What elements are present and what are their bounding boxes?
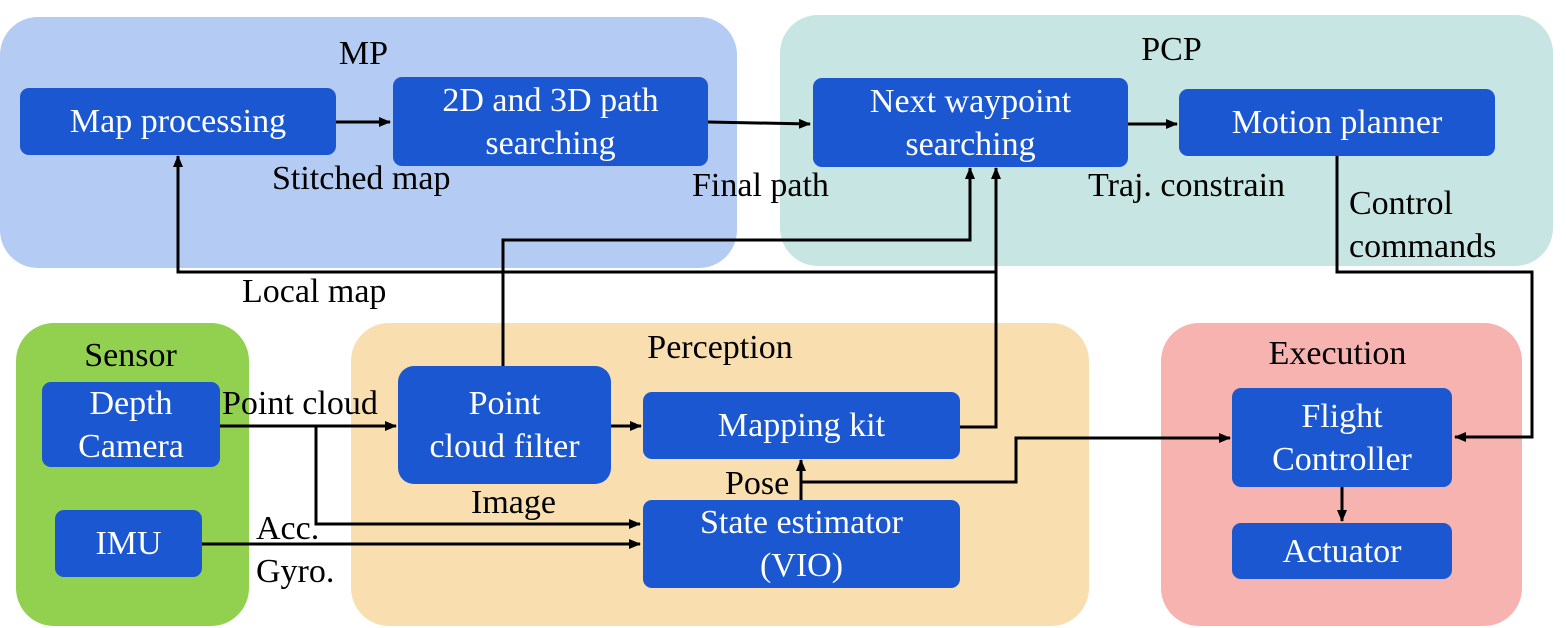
next-waypoint-label: Next waypoint searching — [869, 82, 1072, 163]
arrow-path-to-waypoint — [707, 118, 811, 129]
imu-block: IMU — [55, 510, 202, 577]
pose-label: Pose — [725, 465, 790, 502]
final-path-label: Final path — [692, 167, 829, 204]
map-processing-label: Map processing — [69, 103, 287, 140]
point-cloud-filter-label: Point cloud filter — [429, 385, 580, 465]
arrow-filter-to-waypoint — [501, 167, 975, 366]
sensor-group-title: Sensor — [84, 337, 177, 374]
traj-constrain-label: Traj. constrain — [1088, 167, 1286, 204]
execution-group-title: Execution — [1268, 335, 1407, 372]
state-estimator-block: State estimator (VIO) — [643, 500, 960, 588]
map-processing-block: Map processing — [20, 88, 336, 155]
arrow-mapping-to-waypoint — [960, 167, 1001, 429]
acc-gyro-label: Acc. Gyro. — [256, 510, 335, 590]
arrow-local-map — [173, 155, 996, 274]
actuator-block: Actuator — [1232, 523, 1452, 579]
arrow-image-to-estimator — [314, 426, 641, 529]
mapping-kit-label: Mapping kit — [717, 407, 886, 444]
pcp-group-title: PCP — [1141, 31, 1202, 68]
arrow-motion-to-flight — [1335, 156, 1534, 442]
next-waypoint-block: Next waypoint searching — [813, 78, 1128, 167]
depth-camera-label: Depth Camera — [78, 384, 184, 465]
point-cloud-label: Point cloud — [222, 385, 378, 422]
flight-controller-label: Flight Controller — [1272, 397, 1412, 478]
perception-group-title: Perception — [647, 329, 793, 366]
depth-camera-block: Depth Camera — [42, 382, 220, 467]
stitched-map-label: Stitched map — [272, 160, 451, 197]
flight-controller-block: Flight Controller — [1232, 388, 1452, 487]
motion-planner-block: Motion planner — [1179, 89, 1495, 156]
image-label: Image — [471, 484, 556, 521]
point-cloud-filter-block: Point cloud filter — [398, 366, 611, 484]
path-searching-label: 2D and 3D path searching — [442, 81, 659, 162]
path-searching-block: 2D and 3D path searching — [393, 77, 708, 166]
actuator-label: Actuator — [1282, 532, 1402, 570]
control-commands-label: Control commands — [1349, 185, 1497, 265]
motion-planner-label: Motion planner — [1231, 104, 1443, 141]
local-map-label: Local map — [242, 273, 387, 310]
state-estimator-label: State estimator (VIO) — [699, 504, 903, 584]
imu-label: IMU — [95, 525, 162, 562]
mapping-kit-block: Mapping kit — [643, 392, 960, 459]
mp-group-title: MP — [338, 35, 389, 72]
arrow-pose-to-flight — [801, 433, 1231, 484]
